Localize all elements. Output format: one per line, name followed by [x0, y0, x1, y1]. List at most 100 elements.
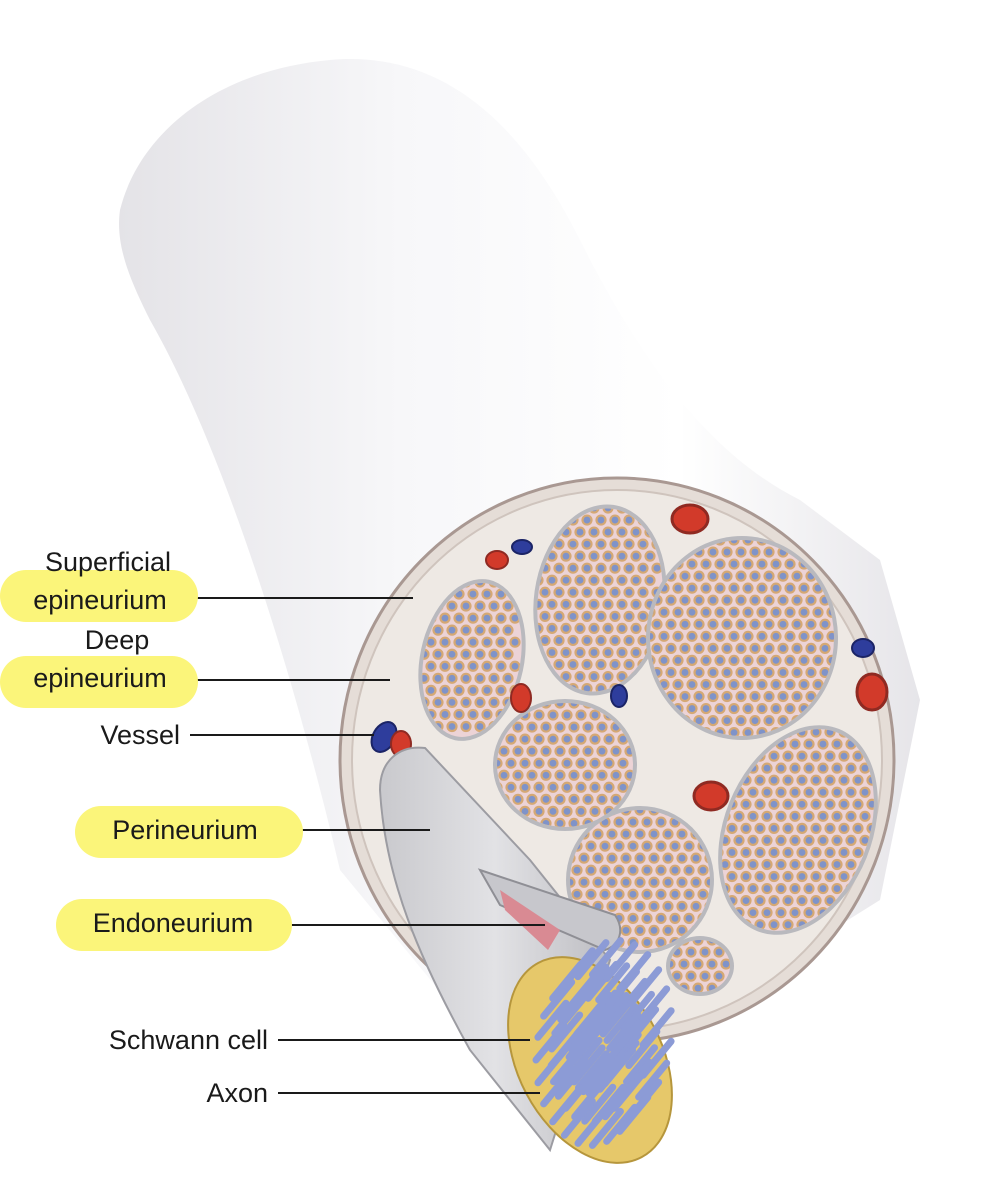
axon-dot	[820, 789, 827, 796]
axon-dot	[848, 933, 855, 940]
axon-dot	[484, 663, 491, 670]
axon-dot	[609, 831, 616, 838]
axon-dot	[442, 711, 449, 718]
axon-dot	[626, 565, 633, 572]
axon-dot	[764, 813, 771, 820]
axon-dot	[686, 915, 693, 922]
axon-dot	[700, 891, 707, 898]
axon-dot	[470, 711, 477, 718]
axon-dot	[630, 891, 637, 898]
axon-dot	[463, 603, 470, 610]
axon-dot	[702, 973, 709, 980]
axon-dot	[834, 741, 841, 748]
axon-dot	[808, 645, 815, 652]
axon-dot	[644, 843, 651, 850]
axon-dot	[743, 849, 750, 856]
axon-dot	[661, 633, 668, 640]
axon-dot	[606, 760, 613, 767]
axon-dot	[637, 831, 644, 838]
axon-dot	[757, 801, 764, 808]
axon-dot	[470, 663, 477, 670]
axon-dot	[536, 712, 543, 719]
axon-dot	[619, 673, 626, 680]
axon-dot	[675, 681, 682, 688]
axon-dot	[484, 711, 491, 718]
axon-dot	[598, 589, 605, 596]
axon-dot	[792, 861, 799, 868]
axon-dot	[640, 613, 647, 620]
axon-dot	[428, 687, 435, 694]
axon-dot	[759, 561, 766, 568]
axon-dot	[484, 687, 491, 694]
axon-dot	[738, 621, 745, 628]
axon-dot	[550, 784, 557, 791]
axon-dot	[682, 645, 689, 652]
axon-dot	[693, 879, 700, 886]
axon-dot	[869, 921, 876, 928]
axon-dot	[841, 801, 848, 808]
axon-dot	[848, 837, 855, 844]
axon-dot	[736, 861, 743, 868]
axon-dot	[703, 657, 710, 664]
axon-dot	[449, 723, 456, 730]
axon-dot	[508, 784, 515, 791]
axon-dot	[688, 949, 695, 956]
axon-dot	[605, 625, 612, 632]
axon-dot	[619, 601, 626, 608]
axon-dot	[738, 573, 745, 580]
axon-dot	[477, 627, 484, 634]
axon-dot	[651, 831, 658, 838]
axon-dot	[620, 760, 627, 767]
axon-dot	[750, 885, 757, 892]
axon-dot	[606, 736, 613, 743]
axon-dot	[640, 541, 647, 548]
axon-dot	[766, 717, 773, 724]
axon-dot	[731, 681, 738, 688]
axon-dot	[585, 724, 592, 731]
axon-dot	[508, 760, 515, 767]
axon-dot	[689, 609, 696, 616]
axon-dot	[703, 705, 710, 712]
axon-dot	[595, 831, 602, 838]
axon-dot	[682, 693, 689, 700]
axon-dot	[862, 933, 869, 940]
axon-dot	[640, 637, 647, 644]
axon-dot	[595, 879, 602, 886]
axon-dot	[623, 927, 630, 934]
axon-dot	[813, 729, 820, 736]
axon-dot	[801, 585, 808, 592]
axon-dot	[529, 748, 536, 755]
axon-dot	[564, 808, 571, 815]
axon-dot	[785, 753, 792, 760]
axon-dot	[848, 765, 855, 772]
axon-dot	[675, 657, 682, 664]
axon-dot	[563, 625, 570, 632]
axon-dot	[557, 796, 564, 803]
axon-dot	[724, 573, 731, 580]
axon-dot	[813, 849, 820, 856]
axon-dot	[633, 553, 640, 560]
axon-dot	[799, 897, 806, 904]
axon-dot	[696, 621, 703, 628]
axon-dot	[862, 765, 869, 772]
axon-dot	[668, 621, 675, 628]
axon-dot	[806, 885, 813, 892]
axon-dot	[549, 601, 556, 608]
axon-dot	[592, 712, 599, 719]
axon-dot	[651, 903, 658, 910]
axon-dot	[801, 633, 808, 640]
axon-dot	[806, 765, 813, 772]
axon-dot	[536, 736, 543, 743]
axon-dot	[778, 765, 785, 772]
axon-dot	[491, 699, 498, 706]
axon-dot	[456, 615, 463, 622]
axon-dot	[598, 565, 605, 572]
vein	[512, 540, 532, 554]
axon-dot	[515, 772, 522, 779]
axon-dot	[703, 561, 710, 568]
axon-dot	[609, 903, 616, 910]
axon-dot	[834, 861, 841, 868]
axon-dot	[688, 973, 695, 980]
axon-dot	[549, 577, 556, 584]
axon-dot	[591, 601, 598, 608]
